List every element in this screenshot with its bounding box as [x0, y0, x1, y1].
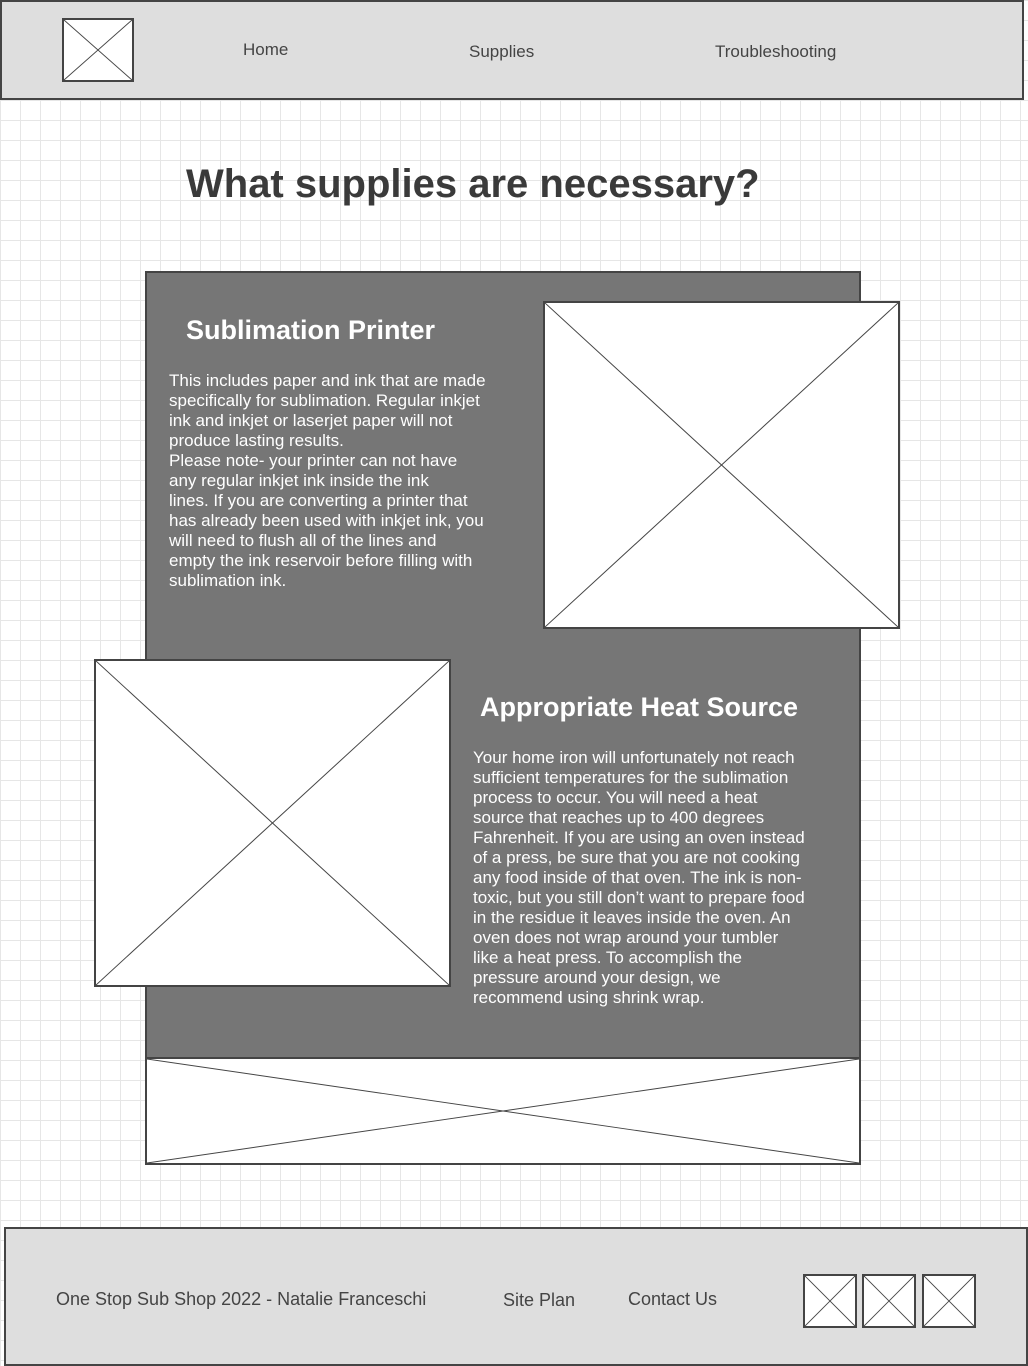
section-body-heat-source: Your home iron will unfortunately not re… — [473, 748, 805, 1007]
site-header: Home Supplies Troubleshooting — [0, 0, 1024, 100]
footer-copyright: One Stop Sub Shop 2022 - Natalie Frances… — [56, 1289, 427, 1309]
banner-image-placeholder — [145, 1057, 861, 1165]
nav-troubleshooting-link[interactable]: Troubleshooting — [715, 42, 837, 61]
social-icon-3[interactable] — [922, 1274, 976, 1328]
nav-home-link[interactable]: Home — [243, 40, 289, 59]
site-footer: One Stop Sub Shop 2022 - Natalie Frances… — [4, 1227, 1028, 1366]
logo-image-placeholder[interactable] — [62, 18, 134, 82]
section-body-printer: This includes paper and ink that are mad… — [169, 371, 486, 590]
printer-image-placeholder — [543, 301, 900, 629]
footer-contact-link[interactable]: Contact Us — [628, 1289, 718, 1309]
footer-site-plan-link[interactable]: Site Plan — [503, 1290, 576, 1310]
section-heading-heat-source: Appropriate Heat Source — [480, 692, 799, 722]
social-icon-1[interactable] — [803, 1274, 857, 1328]
social-icon-2[interactable] — [862, 1274, 916, 1328]
heat-source-image-placeholder — [94, 659, 451, 987]
page-title: What supplies are necessary? — [186, 162, 760, 206]
nav-supplies-link[interactable]: Supplies — [469, 42, 535, 61]
section-heading-printer: Sublimation Printer — [186, 315, 436, 345]
